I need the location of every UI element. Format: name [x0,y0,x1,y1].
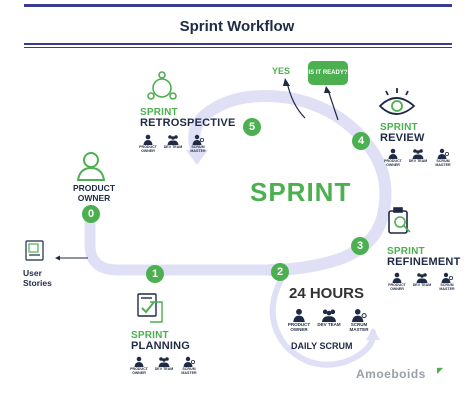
stage-number-2: 2 [271,263,289,281]
scrum-master-icon [183,356,195,367]
product-owner-icon [143,134,153,145]
stage-refinement-line1: SPRINT [387,246,425,257]
role-product-owner: PRODUCT OWNER [387,272,407,291]
stage-number-1: 1 [146,265,164,283]
loop-arrowhead [186,150,208,165]
stage-planning-line1: SPRINT [131,330,169,341]
role-dev-team: DEV TEAM [412,272,432,291]
dev-team-icon [412,149,424,159]
role-dev-team: DEV TEAM [163,134,183,153]
planning-roles: PRODUCT OWNER DEV TEAM SCRUM MASTER [129,356,199,375]
role-product-owner: PRODUCT OWNER [383,148,403,167]
daily-scrum-roles: PRODUCT OWNER DEV TEAM SCRUM MASTER [287,308,371,332]
product-owner-label: PRODUCT OWNER [72,183,116,203]
title-divider-thin [24,47,452,48]
role-product-owner: PRODUCT OWNER [129,356,149,375]
product-owner-icon [392,272,402,283]
stage-planning-line2: PLANNING [131,340,191,352]
brand-logo: Amoeboids [356,367,426,381]
stage-retrospective-line1: SPRINT [140,107,178,118]
dev-team-icon [167,135,179,145]
role-product-owner: PRODUCT OWNER [287,308,311,332]
role-scrum-master: SCRUM MASTER [188,134,208,153]
stage-refinement-line2: REFINEMENT [387,256,461,268]
top-accent-bar [24,4,452,7]
daily-scrum-label: DAILY SCRUM [291,341,353,351]
scrum-master-icon [352,309,367,322]
eye-icon [378,88,416,115]
scrum-master-icon [441,272,453,283]
ready-question-box: IS IT READY? [308,61,348,85]
review-roles: PRODUCT OWNER DEV TEAM SCRUM MASTER [383,148,453,167]
stage-number-0: 0 [82,205,100,223]
role-dev-team: DEV TEAM [317,308,341,332]
retrospective-roles: PRODUCT OWNER DEV TEAM SCRUM MASTER [138,134,208,153]
brand-mark-icon: ◤ [437,366,444,375]
yes-label: YES [272,66,291,76]
stage-retrospective-line2: RETROSPECTIVE [140,117,236,129]
stage-planning-title: SPRINT PLANNING [131,330,190,352]
people-circle-icon [147,71,177,100]
daily-scrum-hours: 24 HOURS [289,285,365,302]
stage-review-line1: SPRINT [380,122,418,133]
stage-refinement-title: SPRINT REFINEMENT [387,246,461,268]
role-scrum-master: SCRUM MASTER [437,272,457,291]
product-owner-icon [293,308,305,322]
daily-scrum-loop-path [269,275,377,368]
page-title: Sprint Workflow [179,18,295,35]
dev-team-icon [158,357,170,367]
refinement-roles: PRODUCT OWNER DEV TEAM SCRUM MASTER [387,272,457,291]
product-owner-icon [388,148,398,159]
user-stories-icon [25,240,44,261]
user-stories-label: User Stories [23,268,52,288]
scrum-master-icon [437,148,449,159]
role-dev-team: DEV TEAM [154,356,174,375]
dev-team-icon [322,309,336,322]
owner-connector-path [84,216,276,276]
stage-number-4: 4 [352,132,370,150]
stage-review-line2: REVIEW [380,132,425,144]
product-owner-icon [76,152,106,181]
sprint-center-label: SPRINT [250,177,352,207]
scrum-master-icon [192,134,204,145]
title-divider [24,43,452,45]
stage-number-5: 5 [243,118,261,136]
stage-review-title: SPRINT REVIEW [380,122,425,144]
role-scrum-master: SCRUM MASTER [347,308,371,332]
role-product-owner: PRODUCT OWNER [138,134,158,153]
product-owner-icon [134,356,144,367]
dev-team-icon [416,273,428,283]
planning-checklist-icon [137,293,163,323]
clipboard-search-icon [388,207,411,234]
stage-number-3: 3 [351,237,369,255]
role-scrum-master: SCRUM MASTER [433,148,453,167]
role-scrum-master: SCRUM MASTER [179,356,199,375]
stage-retrospective-title: SPRINT RETROSPECTIVE [140,107,236,129]
role-dev-team: DEV TEAM [408,148,428,167]
daily-arrowhead [366,328,380,340]
